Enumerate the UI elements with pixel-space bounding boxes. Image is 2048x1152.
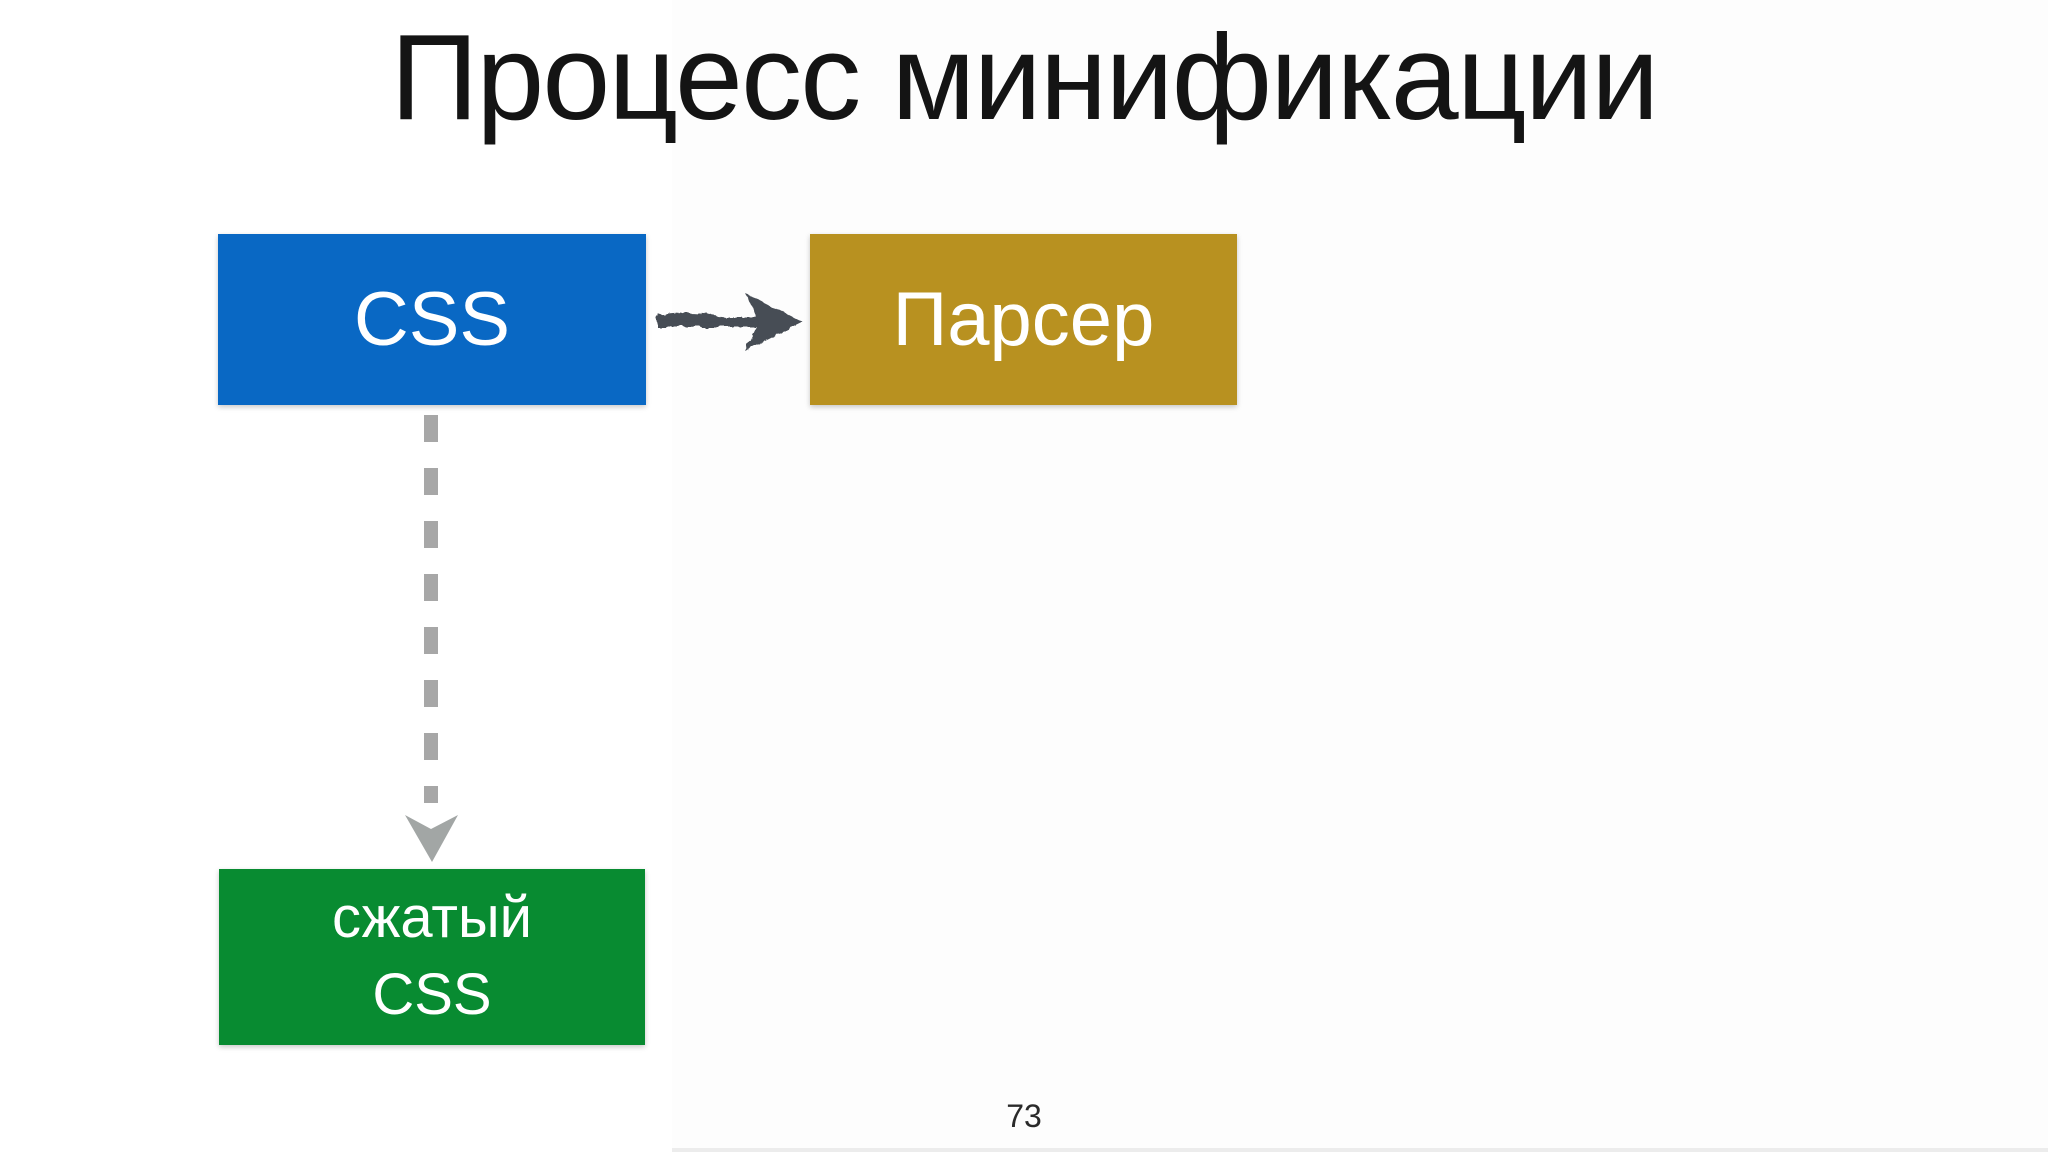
arrow-css-to-parser-shape (657, 293, 803, 351)
node-compressed-css-label-line2: CSS (372, 962, 492, 1027)
slide-title: Процесс минификации (390, 9, 1659, 145)
arrow-css-to-parser-icon (657, 293, 803, 351)
arrowhead-down (405, 815, 458, 862)
page-number: 73 (1006, 1098, 1042, 1134)
node-parser: Парсер (810, 234, 1237, 405)
node-compressed-css-label-line1: сжатый (331, 885, 533, 951)
node-parser-label: Парсер (892, 276, 1155, 362)
arrow-css-to-compressed-icon (405, 415, 458, 862)
node-compressed-css: сжатый CSS (219, 869, 645, 1045)
node-css-source: CSS (218, 234, 646, 405)
node-css-source-label: CSS (353, 276, 511, 362)
background-tint-panel (672, 0, 2048, 1152)
